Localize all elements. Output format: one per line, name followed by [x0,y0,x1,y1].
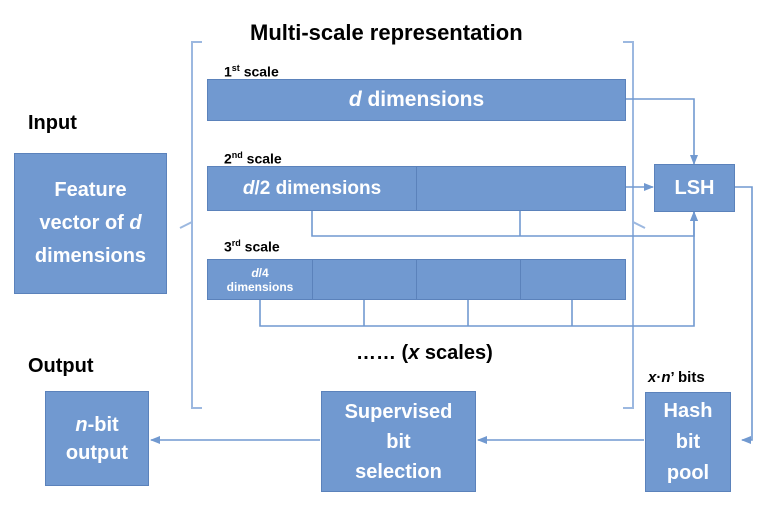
wire-scale3-sub [259,211,698,327]
scale-2-divider [416,167,417,210]
scale-2-bar: d/2 dimensions [207,166,626,211]
wire-lsh-pool [735,186,753,444]
bits-label: x·n’ bits [648,369,705,386]
output-box: n-bit output [45,391,149,486]
wire-scale1-lsh [626,98,698,165]
feature-line-1: Feature [54,179,127,201]
scale-3-divider-1 [312,260,313,299]
hash-bit-pool-box: Hash bit pool [645,392,731,492]
supervised-selection-box: Supervised bit selection [321,391,476,492]
scale-3-bar: d/4 dimensions [207,259,626,300]
lsh-box: LSH [654,164,735,212]
left-bracket [191,41,202,409]
diagram-title: Multi-scale representation [250,20,523,45]
scale-1-bar: d dimensions [207,79,626,121]
scale-3-label: 3rd scale [224,238,280,255]
scale-3-first-segment: d/4 dimensions [226,265,294,294]
scale-1-label: 1st scale [224,63,279,80]
right-bracket [623,41,634,409]
feature-line-3: dimensions [34,245,147,267]
output-heading: Output [28,355,94,377]
more-scales-label: …… (x scales) [356,342,493,364]
feature-vector-box: Feature vector of d dimensions [14,153,167,294]
scale-3-divider-2 [416,260,417,299]
feature-line-2: vector of d [39,212,142,234]
scale-2-label: 2nd scale [224,150,282,167]
scale-3-divider-3 [520,260,521,299]
input-heading: Input [28,112,77,134]
